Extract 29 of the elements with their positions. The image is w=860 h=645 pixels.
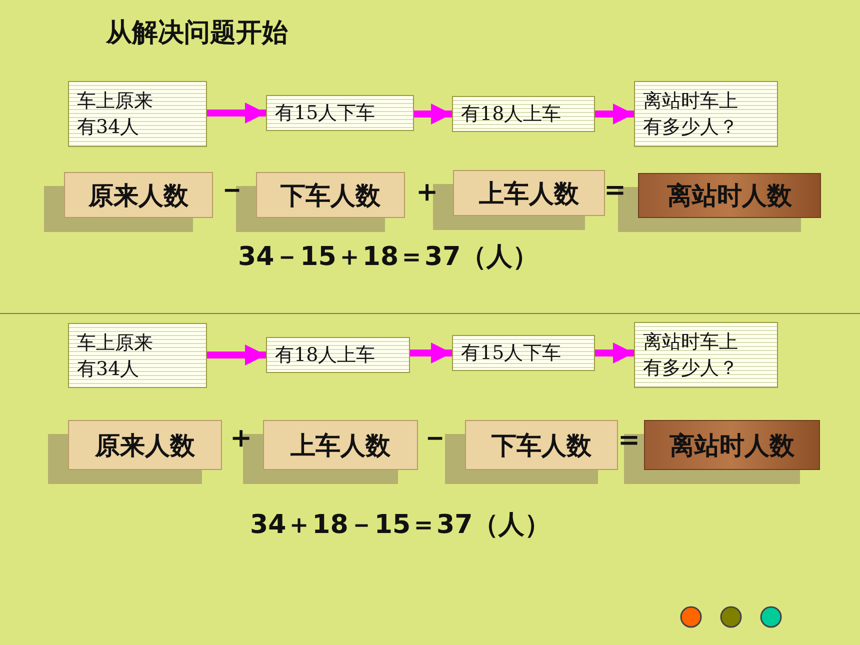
step-box: 有18人上车 bbox=[452, 96, 595, 132]
operator-sign: ＋ bbox=[412, 177, 442, 207]
quantity-box: 下车人数 bbox=[256, 172, 405, 218]
operator-sign: － bbox=[420, 423, 450, 453]
arrow bbox=[207, 102, 266, 124]
quantity-box: 原来人数 bbox=[68, 420, 222, 470]
arrow bbox=[595, 342, 634, 364]
step-box: 离站时车上有多少人？ bbox=[634, 322, 778, 388]
quantity-box: 上车人数 bbox=[453, 170, 605, 216]
step-box: 车上原来有34人 bbox=[68, 323, 207, 388]
operator-sign: ＋ bbox=[226, 423, 256, 453]
title: 从解决问题开始 bbox=[106, 20, 288, 46]
quantity-box: 离站时人数 bbox=[638, 173, 821, 218]
equation: 34＋18－15＝37（人） bbox=[250, 512, 551, 538]
arrow bbox=[414, 104, 452, 124]
step-box: 有15人下车 bbox=[452, 335, 595, 371]
step-box: 有15人下车 bbox=[266, 95, 414, 131]
arrow bbox=[410, 342, 452, 364]
operator-sign: － bbox=[217, 175, 247, 205]
step-box: 有18人上车 bbox=[266, 337, 410, 373]
quantity-box: 下车人数 bbox=[465, 420, 618, 470]
arrow bbox=[595, 104, 634, 124]
arrow bbox=[207, 344, 266, 366]
quantity-box: 离站时人数 bbox=[644, 420, 820, 470]
step-box: 车上原来有34人 bbox=[68, 81, 207, 147]
quantity-box: 上车人数 bbox=[263, 420, 418, 470]
quantity-box: 原来人数 bbox=[64, 172, 213, 218]
equation: 34－15＋18＝37（人） bbox=[238, 244, 539, 270]
step-box: 离站时车上有多少人？ bbox=[634, 81, 778, 147]
